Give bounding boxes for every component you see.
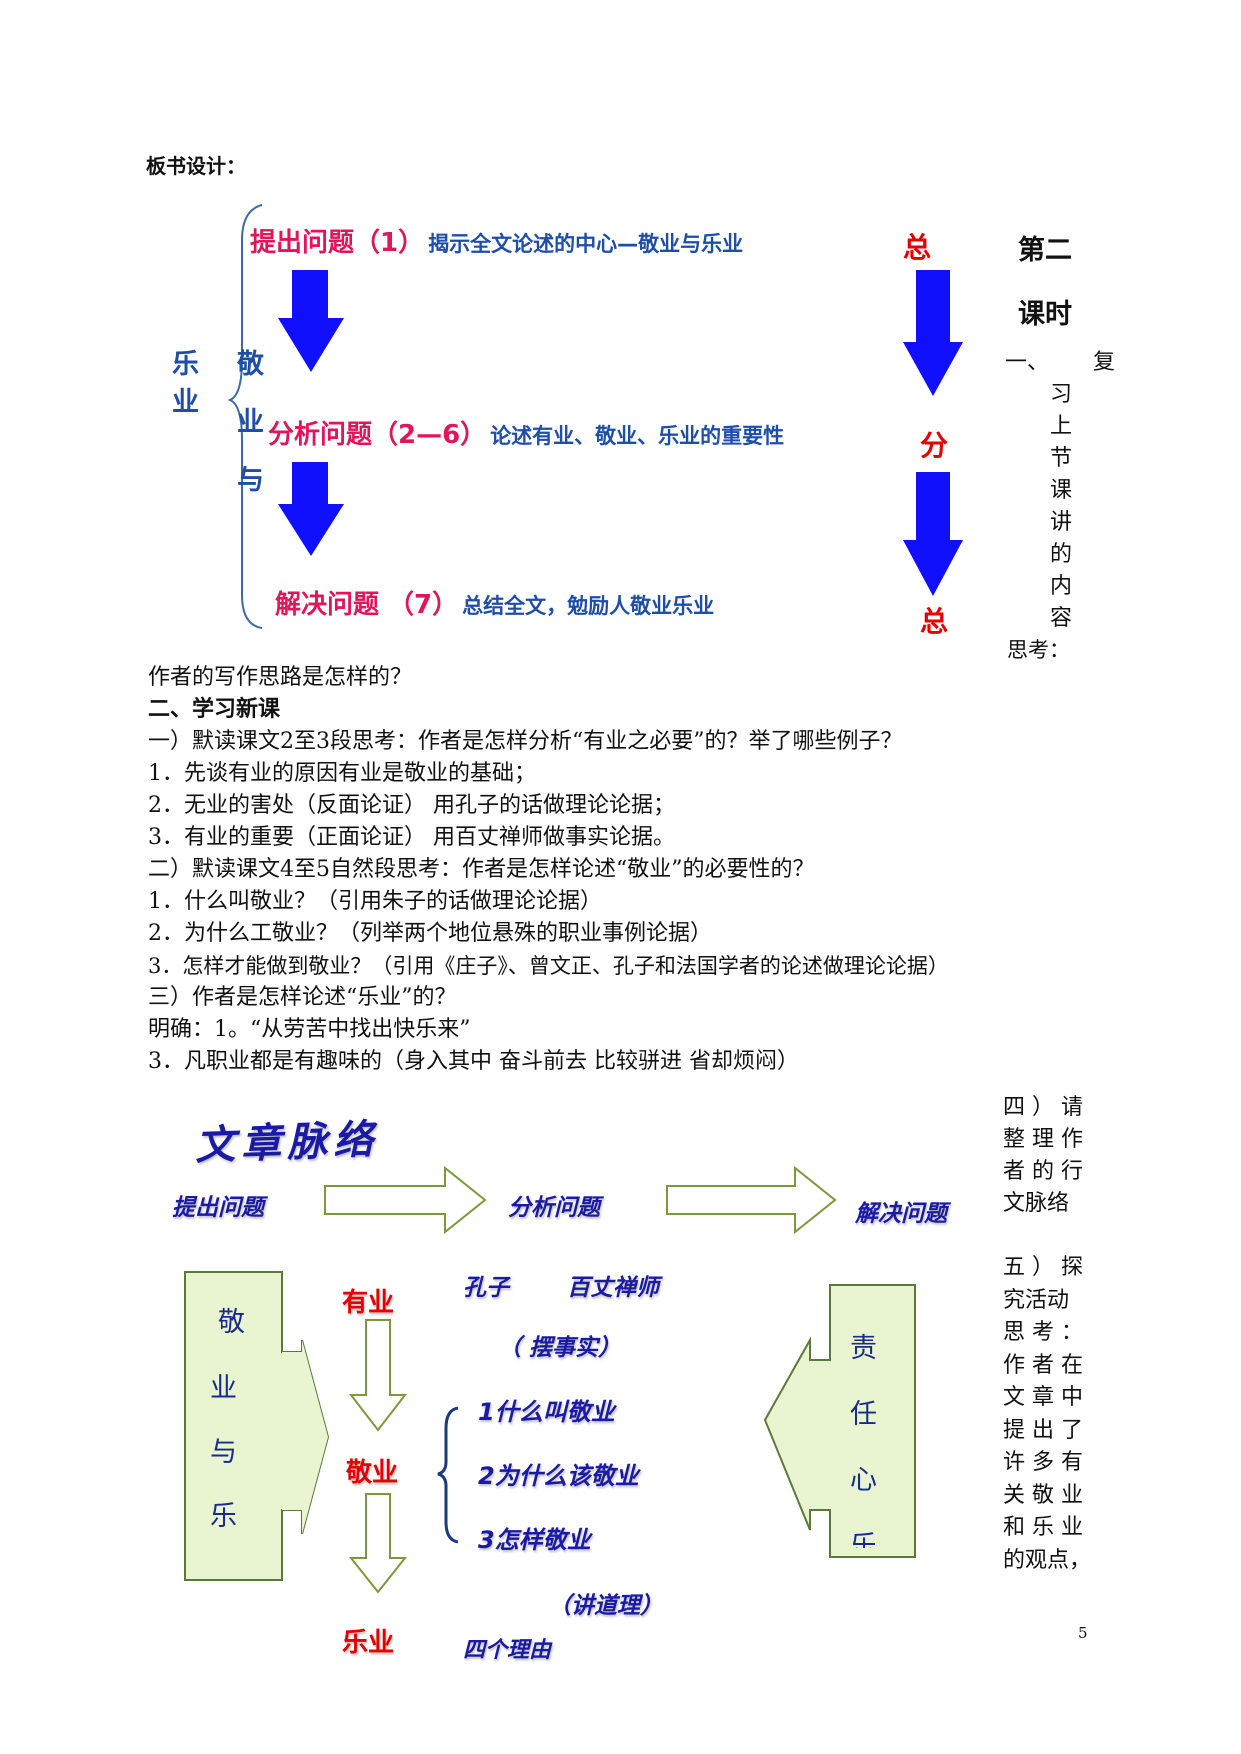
task-five-line-1: 五 ） 探 — [1003, 1255, 1083, 1280]
left-box-char-3: 与 — [210, 1437, 237, 1468]
mid-label-youye: 有业 — [342, 1288, 395, 1318]
review-char-3: 节 — [1050, 446, 1073, 471]
task-five: 五 ） 探 究活动 思 考 ： 作 者 在 文 章 中 提 出 了 许 多 有 … — [1003, 1252, 1093, 1577]
task-five-line-9: 和 乐 业 — [1003, 1515, 1083, 1540]
mid-down-arrow-1 — [348, 1319, 408, 1432]
task-five-line-7: 许 多 有 — [1003, 1450, 1083, 1475]
vertical-left-b-3: 与 — [237, 465, 264, 496]
board-row-1: 提出问题（1）揭示全文论述的中心—敬业与乐业 — [250, 222, 743, 259]
row1-head: 提出问题（1） — [250, 228, 425, 258]
row2-head: 分析问题（2—6） — [268, 420, 487, 450]
example-baizhang: 百丈禅师 — [567, 1275, 659, 1301]
lesson-line-1: 第二 — [1018, 235, 1072, 266]
task-five-line-2: 究活动 — [1003, 1287, 1070, 1313]
flow-raise: 提出问题 — [172, 1195, 264, 1221]
task-four-line-3: 者 的 行 — [1003, 1159, 1083, 1184]
left-box-arrow — [184, 1271, 330, 1581]
flow-analyze: 分析问题 — [508, 1195, 600, 1221]
four-reasons: 四个理由 — [463, 1638, 552, 1663]
mid-label-jingye: 敬业 — [346, 1458, 399, 1488]
right-box-char-4: 乐 — [850, 1531, 877, 1548]
review-char-2: 上 — [1050, 414, 1073, 439]
right-box-char-1: 责 — [850, 1333, 877, 1364]
task-five-line-6: 提 出 了 — [1003, 1417, 1083, 1443]
label-zong-1: 总 — [903, 231, 932, 264]
fact-note: （ 摆事实） — [498, 1335, 622, 1361]
right-box-char-2: 任 — [850, 1399, 877, 1430]
example-confucius: 孔子 — [463, 1275, 509, 1301]
review-char-8: 容 — [1050, 606, 1073, 631]
review-num: 一、 — [1005, 350, 1050, 375]
left-down-arrow-1 — [278, 270, 344, 372]
page-number: 5 — [1078, 1624, 1088, 1642]
reason-1: 1什么叫敬业 — [478, 1398, 615, 1426]
review-char-1: 习 — [1050, 382, 1073, 407]
think-label: 思考： — [1007, 638, 1070, 662]
left-box-char-2: 业 — [210, 1373, 237, 1404]
right-down-arrow-2 — [903, 472, 963, 596]
right-down-arrow-1 — [903, 270, 963, 396]
left-box-char-4: 乐 — [210, 1501, 237, 1532]
lesson-line-2: 课时 — [1018, 299, 1072, 330]
task-four: 四 ） 请 整 理 作 者 的 行 文脉络 — [1003, 1092, 1093, 1220]
text-line-12: 明确：1。“从劳苦中找出快乐来” — [148, 1017, 471, 1042]
reasons-brace — [437, 1406, 459, 1544]
flow-arrow-1 — [324, 1165, 487, 1235]
label-zong-2: 总 — [920, 605, 949, 638]
task-five-line-5: 文 章 中 — [1003, 1385, 1083, 1410]
review-first-char: 复 — [1093, 350, 1116, 375]
task-five-line-3: 思 考 ： — [1003, 1320, 1083, 1345]
task-four-line-2: 整 理 作 — [1003, 1127, 1083, 1152]
flow-solve: 解决问题 — [855, 1201, 947, 1227]
board-brace — [227, 204, 263, 629]
diagram-title: 文章脉络 — [194, 1116, 380, 1170]
task-five-line-10: 的观点， — [1003, 1547, 1092, 1573]
text-line-7: 二）默读课文4至5自然段思考：作者是怎样论述“敬业”的必要性的？ — [148, 857, 815, 882]
mid-down-arrow-2 — [348, 1493, 408, 1594]
text-line-5: 2．无业的害处（反面论证） 用孔子的话做理论论据； — [148, 793, 675, 818]
row1-desc: 揭示全文论述的中心—敬业与乐业 — [428, 232, 744, 256]
text-line-4: 1．先谈有业的原因有业是敬业的基础； — [148, 761, 536, 786]
text-line-1: 作者的写作思路是怎样的？ — [148, 665, 413, 690]
text-line-3: 一）默读课文2至3段思考：作者是怎样分析“有业之必要”的？举了哪些例子？ — [148, 729, 903, 754]
right-box-char-3: 心 — [850, 1465, 877, 1496]
reason-2: 2为什么该敬业 — [478, 1462, 639, 1490]
vertical-left-b-2: 业 — [237, 407, 264, 438]
row2-desc: 论述有业、敬业、乐业的重要性 — [490, 424, 785, 448]
vertical-left-a-1: 乐 — [172, 349, 199, 380]
reason-3: 3怎样敬业 — [478, 1526, 591, 1554]
row3-head: 解决问题 （7） — [275, 590, 459, 620]
left-down-arrow-2 — [278, 462, 344, 556]
text-line-9: 2．为什么工敬业？（列举两个地位悬殊的职业事例论据） — [148, 921, 712, 946]
vertical-left-b-1: 敬 — [237, 349, 264, 380]
text-line-11: 三）作者是怎样论述“乐业”的？ — [148, 985, 457, 1010]
task-five-line-4: 作 者 在 — [1003, 1352, 1083, 1378]
review-char-7: 内 — [1050, 574, 1073, 599]
right-box-arrow — [763, 1284, 916, 1558]
review-char-5: 讲 — [1050, 510, 1073, 535]
mid-label-leye: 乐业 — [342, 1628, 395, 1658]
review-char-6: 的 — [1050, 542, 1073, 567]
section-heading-new-lesson: 二、学习新课 — [148, 697, 281, 722]
board-row-2: 分析问题（2—6）论述有业、敬业、乐业的重要性 — [268, 414, 784, 451]
text-line-8: 1．什么叫敬业？（引用朱子的话做理论论据） — [148, 889, 602, 914]
board-design-title: 板书设计： — [146, 154, 246, 178]
review-char-4: 课 — [1050, 478, 1073, 503]
vertical-left-a-2: 业 — [172, 387, 199, 418]
reason-note: （讲道理） — [548, 1593, 663, 1619]
task-four-line-4: 文脉络 — [1003, 1191, 1070, 1216]
text-line-6: 3．有业的重要（正面论证） 用百丈禅师做事实论据。 — [148, 825, 675, 850]
text-line-13: 3．凡职业都是有趣味的（身入其中 奋斗前去 比较骈进 省却烦闷） — [148, 1049, 799, 1074]
flow-arrow-2 — [666, 1165, 837, 1235]
task-four-line-1: 四 ） 请 — [1003, 1095, 1083, 1120]
text-line-10: 3．怎样才能做到敬业？（引用《庄子》、曾文正、孔子和法国学者的论述做理论论据） — [148, 954, 949, 978]
task-five-line-8: 关 敬 业 — [1003, 1482, 1083, 1508]
row3-desc: 总结全文，勉励人敬业乐业 — [462, 594, 715, 618]
board-row-3: 解决问题 （7）总结全文，勉励人敬业乐业 — [275, 584, 714, 621]
label-fen: 分 — [920, 429, 949, 462]
left-box-char-1: 敬 — [218, 1307, 245, 1338]
